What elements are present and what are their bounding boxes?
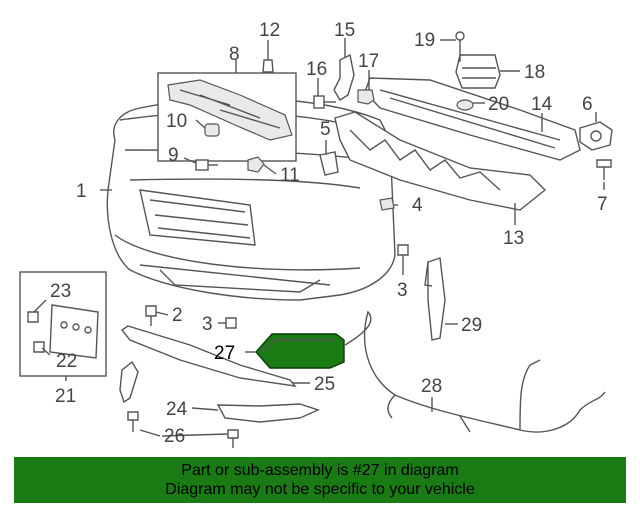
nut-17[interactable]	[357, 89, 375, 105]
callout-18: 18	[524, 62, 545, 83]
info-banner: Part or sub-assembly is #27 in diagram D…	[14, 457, 626, 503]
callout-1: 1	[76, 181, 87, 202]
bolt-9[interactable]	[195, 159, 218, 171]
leader-lines	[33, 38, 605, 437]
callout-16: 16	[306, 59, 327, 80]
bolt-26-right[interactable]	[227, 429, 239, 448]
bolt-2[interactable]	[145, 305, 157, 326]
parts-diagram: 1 2 3 3 4 5 6 7 8 9 10 11 12 13 14 15 16…	[19, 20, 613, 448]
bracket-5[interactable]	[319, 151, 339, 176]
callout-26: 26	[164, 426, 185, 447]
callout-6: 6	[582, 94, 593, 115]
callout-10: 10	[166, 111, 187, 132]
callout-8: 8	[229, 44, 240, 65]
bolt-19[interactable]	[455, 31, 465, 62]
license-plate-bracket-group[interactable]	[19, 271, 107, 377]
clip-4[interactable]	[379, 197, 395, 211]
wiring-harness-28[interactable]	[344, 310, 606, 433]
callout-19: 19	[414, 30, 435, 51]
bolt-7[interactable]	[596, 159, 612, 180]
callout-15: 15	[334, 20, 355, 41]
nut-20[interactable]	[456, 99, 474, 111]
callout-11: 11	[280, 165, 300, 186]
bolt-3-lower[interactable]	[225, 317, 237, 329]
part-27-highlighted[interactable]	[255, 333, 345, 369]
banner-line-1: Part or sub-assembly is #27 in diagram	[181, 462, 459, 479]
banner-line-2: Diagram may not be specific to your vehi…	[165, 481, 475, 498]
callout-13: 13	[503, 228, 524, 249]
bolt-26-left[interactable]	[127, 411, 139, 432]
callout-3b: 3	[202, 314, 213, 335]
bracket-18[interactable]	[455, 54, 501, 89]
callout-29: 29	[461, 315, 482, 336]
bracket-6[interactable]	[579, 121, 613, 151]
callout-3a: 3	[397, 280, 408, 301]
callout-21: 21	[55, 386, 76, 407]
callout-25: 25	[314, 374, 335, 395]
callout-22: 22	[56, 351, 77, 372]
callout-2: 2	[172, 305, 183, 326]
side-bracket[interactable]	[119, 360, 139, 404]
callout-7: 7	[597, 194, 608, 215]
upper-bracket-group[interactable]	[157, 72, 297, 162]
callout-27: 27	[214, 343, 235, 364]
bracket-29[interactable]	[427, 257, 446, 341]
callout-4: 4	[412, 195, 423, 216]
bolt-3-upper[interactable]	[397, 244, 409, 268]
bolt-16[interactable]	[313, 95, 336, 109]
callout-28: 28	[421, 376, 442, 397]
callout-5: 5	[320, 119, 331, 140]
nut-11[interactable]	[247, 156, 265, 173]
callout-9: 9	[168, 145, 179, 166]
energy-absorber[interactable]	[334, 111, 547, 211]
callout-24: 24	[166, 399, 188, 420]
callout-12: 12	[259, 20, 280, 41]
callout-23: 23	[50, 281, 71, 302]
bracket-15[interactable]	[333, 53, 355, 101]
molding-24[interactable]	[216, 403, 320, 423]
callout-14: 14	[531, 94, 553, 115]
clip-12[interactable]	[262, 59, 274, 73]
callout-17: 17	[358, 51, 379, 72]
callout-20: 20	[488, 94, 509, 115]
